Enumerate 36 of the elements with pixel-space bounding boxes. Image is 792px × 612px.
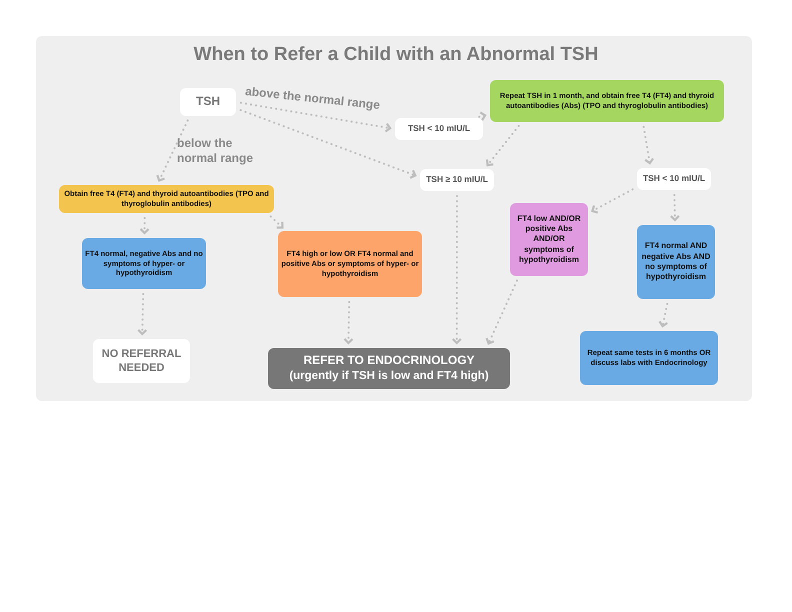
box-text: NO REFERRAL NEEDED: [100, 346, 182, 376]
dotted-arrow: [240, 109, 416, 179]
dotted-arrow: [156, 120, 189, 182]
box-text: FT4 low AND/OR positive Abs AND/OR symptoms of hypothyroidism: [516, 214, 582, 266]
dotted-arrow: [658, 302, 668, 328]
edge-label: above the normal range: [244, 84, 381, 114]
result-box: [278, 231, 422, 297]
edge-label: below the normal range: [177, 136, 254, 166]
result-box: [82, 238, 206, 289]
process-box: [59, 185, 274, 213]
dotted-arrow: [137, 293, 148, 336]
dotted-arrow: [343, 301, 354, 344]
dotted-arrow: [139, 217, 150, 234]
box-text: TSH < 10 mIU/L: [408, 123, 470, 135]
dotted-arrow: [478, 111, 486, 122]
process-box: [580, 331, 718, 385]
result-box: [510, 203, 588, 276]
dotted-arrow: [642, 126, 654, 164]
dotted-arrow: [486, 280, 518, 344]
dotted-arrow: [591, 188, 634, 214]
box-text: FT4 normal AND negative Abs AND no symptoms of hypothyroidism: [640, 241, 712, 283]
box-subtext: (urgently if TSH is low and FT4 high): [289, 368, 489, 384]
box-text: TSH < 10 mIU/L: [642, 173, 706, 185]
dotted-arrow: [486, 124, 520, 166]
process-box: [490, 80, 724, 122]
title: When to Refer a Child with an Abnormal TSH: [192, 44, 600, 66]
box-text: REFER TO ENDOCRINOLOGY: [303, 353, 475, 369]
condition-box: [395, 118, 483, 140]
dotted-arrow: [670, 194, 680, 222]
dotted-arrow: [270, 216, 284, 229]
dotted-arrow: [240, 102, 392, 133]
result-box: [637, 225, 715, 299]
dotted-arrow: [452, 195, 462, 344]
outcome-box: [268, 348, 510, 389]
box-text: TSH: [196, 94, 220, 110]
box-text: TSH ≥ 10 mIU/L: [426, 174, 488, 186]
